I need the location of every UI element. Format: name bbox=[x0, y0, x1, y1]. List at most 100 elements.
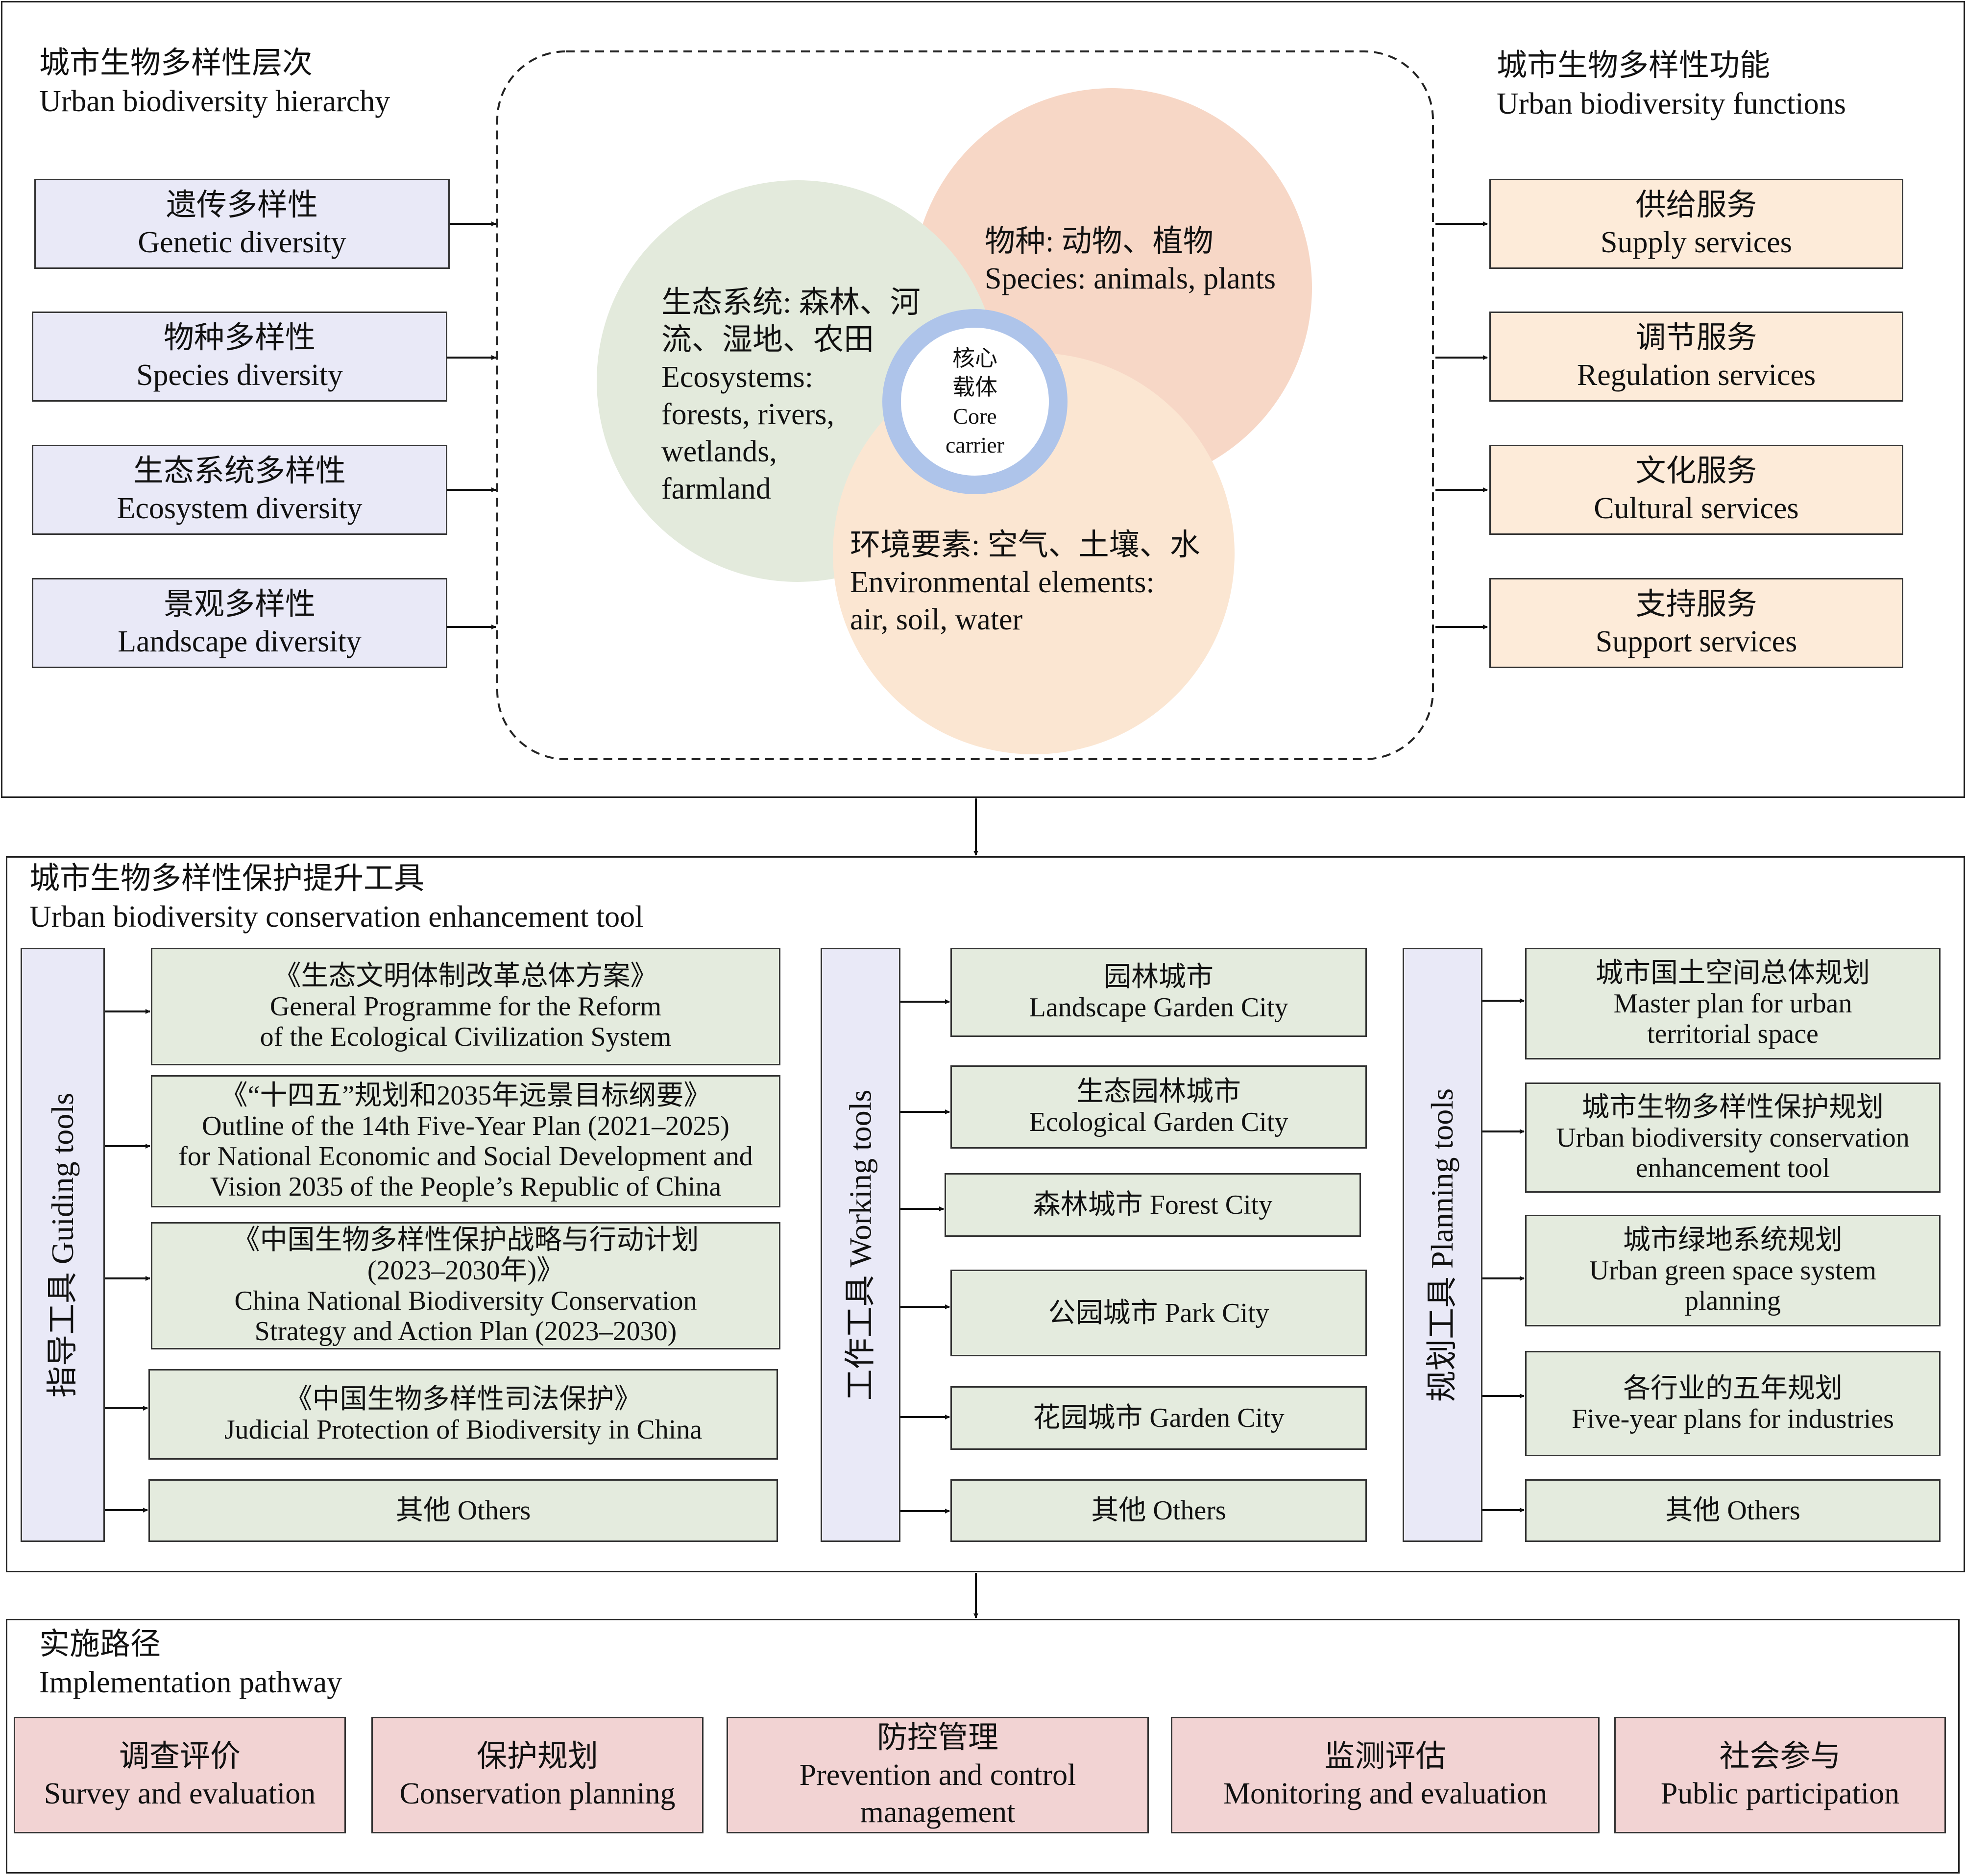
planning-item-green-space: 城市绿地系统规划 Urban green space system planni… bbox=[1525, 1215, 1941, 1326]
item-line: territorial space bbox=[1647, 1019, 1819, 1049]
item-line: Landscape Garden City bbox=[1029, 992, 1288, 1023]
pathway-line: management bbox=[860, 1796, 1016, 1829]
planning-item-biodiversity-conservation: 城市生物多样性保护规划 Urban biodiversity conservat… bbox=[1525, 1082, 1941, 1193]
species-label: 物种: 动物、植物 Species: animals, plants bbox=[985, 223, 1276, 297]
function-box-label-en: Cultural services bbox=[1594, 492, 1799, 525]
functions-title-cn: 城市生物多样性功能 bbox=[1497, 49, 1771, 82]
item-line: 城市国土空间总体规划 bbox=[1596, 958, 1870, 988]
item-line: 生态园林城市 bbox=[1076, 1077, 1241, 1107]
environment-line: 环境要素: 空气、土壤、水 bbox=[850, 529, 1200, 562]
environment-line: Environmental elements: bbox=[850, 566, 1155, 599]
pathway-line: Survey and evaluation bbox=[44, 1777, 316, 1810]
core-line: 载体 bbox=[952, 375, 997, 400]
hierarchy-box-label-en: Ecosystem diversity bbox=[117, 492, 363, 525]
core-carrier-label: 核心 载体 Core carrier bbox=[921, 344, 1029, 459]
item-line: for National Economic and Social Develop… bbox=[178, 1141, 753, 1172]
item-line: 城市生物多样性保护规划 bbox=[1582, 1092, 1884, 1123]
pathway-line: 社会参与 bbox=[1719, 1740, 1841, 1773]
item-line: planning bbox=[1685, 1286, 1781, 1316]
working-item-forest-city: 森林城市 Forest City bbox=[945, 1173, 1361, 1237]
ecosystems-label: 生态系统: 森林、河 流、湿地、农田 Ecosystems: forests, … bbox=[661, 284, 921, 507]
function-box-label-en: Supply services bbox=[1601, 226, 1792, 259]
item-line: 其他 Others bbox=[395, 1495, 531, 1526]
working-item-garden-city: 花园城市 Garden City bbox=[950, 1386, 1367, 1450]
ecosystems-line: farmland bbox=[661, 472, 771, 505]
species-line: 物种: 动物、植物 bbox=[985, 225, 1214, 258]
pathway-line: 调查评价 bbox=[119, 1740, 241, 1773]
hierarchy-box-species: 物种多样性 Species diversity bbox=[32, 312, 447, 402]
core-line: carrier bbox=[946, 433, 1004, 457]
planning-item-others: 其他 Others bbox=[1525, 1479, 1941, 1542]
hierarchy-box-label-cn: 生态系统多样性 bbox=[133, 455, 346, 488]
item-line: 其他 Others bbox=[1091, 1495, 1226, 1526]
planning-item-territorial-space: 城市国土空间总体规划 Master plan for urban territo… bbox=[1525, 948, 1941, 1059]
hierarchy-box-label-en: Species diversity bbox=[136, 359, 343, 392]
item-line: Vision 2035 of the People’s Republic of … bbox=[210, 1172, 722, 1202]
function-box-label-en: Regulation services bbox=[1577, 359, 1816, 392]
pathway-title-en: Implementation pathway bbox=[39, 1666, 342, 1699]
working-tools-label: 工作工具 Working tools bbox=[843, 1089, 878, 1400]
environment-line: air, soil, water bbox=[850, 603, 1023, 636]
hierarchy-box-landscape: 景观多样性 Landscape diversity bbox=[32, 578, 447, 668]
item-line: Outline of the 14th Five-Year Plan (2021… bbox=[202, 1111, 729, 1141]
tools-title-cn: 城市生物多样性保护提升工具 bbox=[29, 862, 425, 895]
item-line: General Programme for the Reform bbox=[269, 991, 662, 1022]
core-line: 核心 bbox=[952, 346, 997, 371]
guiding-tools-bar: 指导工具 Guiding tools bbox=[21, 948, 105, 1542]
planning-tools-label: 规划工具 Planning tools bbox=[1425, 1088, 1460, 1402]
guiding-item-five-year-plan-outline: 《“十四五”规划和2035年远景目标纲要》 Outline of the 14t… bbox=[151, 1075, 780, 1207]
function-box-support: 支持服务 Support services bbox=[1489, 578, 1903, 668]
guiding-item-reform-programme: 《生态文明体制改革总体方案》 General Programme for the… bbox=[151, 948, 780, 1065]
function-box-regulation: 调节服务 Regulation services bbox=[1489, 312, 1903, 402]
item-line: 公园城市 Park City bbox=[1048, 1298, 1269, 1328]
item-line: 《中国生物多样性司法保护》 bbox=[285, 1384, 642, 1415]
ecosystems-line: forests, rivers, bbox=[661, 398, 834, 431]
tools-title-en: Urban biodiversity conservation enhancem… bbox=[29, 900, 644, 934]
function-box-label-en: Support services bbox=[1595, 625, 1797, 658]
pathway-line: 保护规划 bbox=[476, 1740, 598, 1773]
core-line: Core bbox=[953, 404, 997, 429]
item-line: Urban biodiversity conservation bbox=[1556, 1122, 1910, 1153]
pathway-title: 实施路径 Implementation pathway bbox=[39, 1625, 342, 1702]
item-line: enhancement tool bbox=[1635, 1153, 1830, 1183]
hierarchy-box-genetic: 遗传多样性 Genetic diversity bbox=[34, 179, 450, 269]
planning-tools-bar: 规划工具 Planning tools bbox=[1403, 948, 1482, 1542]
ecosystems-line: Ecosystems: bbox=[661, 361, 813, 394]
item-line: Master plan for urban bbox=[1613, 988, 1852, 1019]
working-tools-bar: 工作工具 Working tools bbox=[821, 948, 900, 1542]
item-line: 园林城市 bbox=[1104, 962, 1214, 992]
pathway-line: Public participation bbox=[1660, 1777, 1900, 1810]
pathway-public-participation: 社会参与 Public participation bbox=[1614, 1717, 1946, 1833]
pathway-title-cn: 实施路径 bbox=[39, 1628, 161, 1661]
item-line: 其他 Others bbox=[1665, 1495, 1800, 1526]
function-box-label-cn: 调节服务 bbox=[1635, 321, 1757, 355]
pathway-conservation-planning: 保护规划 Conservation planning bbox=[371, 1717, 704, 1833]
item-line: Five-year plans for industries bbox=[1572, 1403, 1894, 1434]
guiding-item-biodiversity-strategy: 《中国生物多样性保护战略与行动计划 (2023–2030年)》 China Na… bbox=[151, 1222, 780, 1349]
hierarchy-box-ecosystem: 生态系统多样性 Ecosystem diversity bbox=[32, 445, 447, 535]
tools-title: 城市生物多样性保护提升工具 Urban biodiversity conserv… bbox=[29, 860, 643, 936]
function-box-cultural: 文化服务 Cultural services bbox=[1489, 445, 1903, 535]
item-line: Urban green space system bbox=[1589, 1255, 1877, 1286]
guiding-item-judicial-protection: 《中国生物多样性司法保护》 Judicial Protection of Bio… bbox=[148, 1369, 778, 1460]
function-box-label-cn: 支持服务 bbox=[1635, 588, 1757, 621]
item-line: 《“十四五”规划和2035年远景目标纲要》 bbox=[220, 1081, 711, 1111]
pathway-line: Prevention and control bbox=[799, 1758, 1076, 1792]
hierarchy-box-label-cn: 景观多样性 bbox=[163, 588, 316, 621]
hierarchy-box-label-en: Landscape diversity bbox=[118, 625, 362, 658]
pathway-line: 监测评估 bbox=[1324, 1740, 1446, 1773]
function-box-label-cn: 供给服务 bbox=[1635, 189, 1757, 222]
item-line: 森林城市 Forest City bbox=[1033, 1190, 1273, 1220]
pathway-prevention-control: 防控管理 Prevention and control management bbox=[727, 1717, 1149, 1833]
item-line: China National Biodiversity Conservation bbox=[234, 1286, 697, 1316]
ecosystems-line: 生态系统: 森林、河 bbox=[661, 286, 921, 319]
ecosystems-line: wetlands, bbox=[661, 435, 777, 468]
guiding-item-others: 其他 Others bbox=[148, 1479, 778, 1542]
item-line: Judicial Protection of Biodiversity in C… bbox=[224, 1414, 703, 1445]
function-box-label-cn: 文化服务 bbox=[1635, 455, 1757, 488]
hierarchy-title-cn: 城市生物多样性层次 bbox=[39, 47, 313, 80]
pathway-line: Conservation planning bbox=[399, 1777, 676, 1810]
working-item-ecological-garden-city: 生态园林城市 Ecological Garden City bbox=[950, 1065, 1367, 1149]
working-item-others: 其他 Others bbox=[950, 1479, 1367, 1542]
guiding-tools-label: 指导工具 Guiding tools bbox=[45, 1092, 80, 1397]
